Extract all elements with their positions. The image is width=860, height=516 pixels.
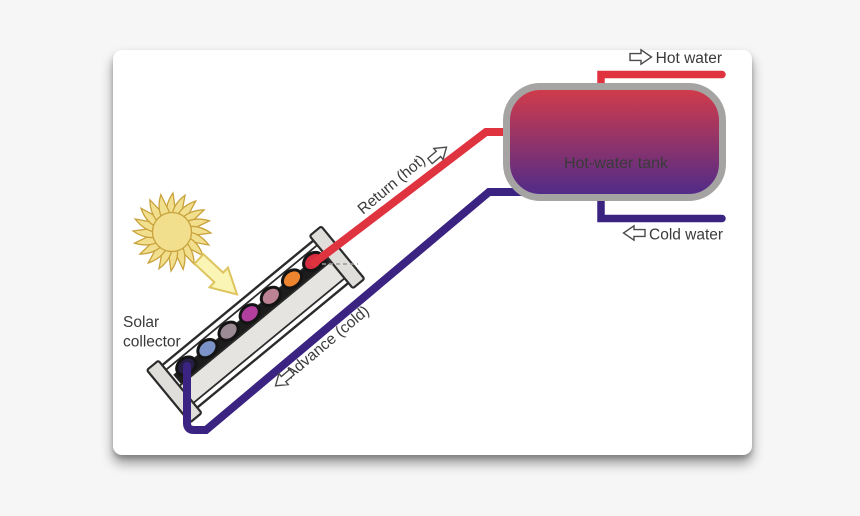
solar-collector-label-line2: collector	[123, 334, 181, 351]
sun-icon	[132, 192, 212, 272]
collector-glass-line	[160, 239, 325, 375]
cold-water-inlet-pipe	[597, 190, 726, 223]
hot-water-tank	[503, 83, 726, 201]
collector-end-flange-top	[309, 226, 365, 289]
hot-water-label: Hot water	[656, 50, 722, 67]
sun-rays	[132, 192, 212, 272]
solar-collector-label-line1: Solar	[123, 314, 159, 331]
left-arrow-icon	[622, 225, 646, 241]
tube-2	[196, 338, 219, 360]
tube-5	[259, 285, 282, 307]
tube-3	[217, 320, 240, 342]
cold-water-label: Cold water	[649, 227, 723, 244]
sunlight-arrow-icon	[193, 252, 239, 296]
solar-collector	[146, 226, 365, 423]
tube-4	[238, 303, 261, 325]
sun-disc	[151, 211, 193, 253]
hot-water-tank-label: Hot-water tank	[564, 155, 669, 172]
sunlight-arrow-shape	[193, 252, 239, 296]
advance-cold-pipe	[183, 188, 552, 434]
tube-6	[280, 268, 304, 290]
right-arrow-icon	[629, 49, 653, 65]
